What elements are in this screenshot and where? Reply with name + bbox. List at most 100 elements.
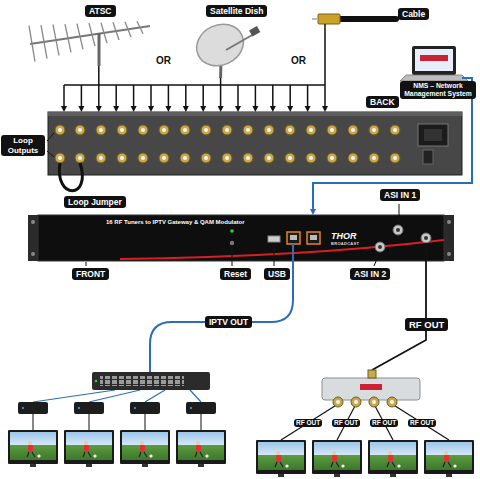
back-panel — [369, 125, 379, 135]
rf-splitter — [360, 384, 382, 390]
callout-label: Loop Outputs — [1, 135, 45, 156]
signal-bus — [289, 85, 291, 106]
signal-bus — [270, 106, 276, 112]
back-panel — [159, 153, 169, 163]
back-panel — [264, 125, 274, 135]
back-panel — [48, 112, 462, 175]
callout-label: OR — [155, 55, 172, 67]
back-panel — [201, 125, 211, 135]
laptop — [412, 46, 456, 75]
network-switch — [145, 390, 165, 402]
callout-label: RF OUT — [332, 419, 360, 427]
signal-bus — [202, 85, 204, 106]
back-panel — [369, 153, 379, 163]
signal-bus — [237, 85, 239, 106]
callout-label: ASI IN 2 — [350, 268, 390, 280]
back-panel — [138, 153, 148, 163]
node-label: BACK — [366, 96, 399, 108]
front-device — [310, 235, 317, 240]
atsc-antenna — [53, 25, 59, 56]
front-device — [396, 228, 400, 232]
signal-bus — [305, 106, 311, 112]
front-device — [307, 232, 320, 244]
set-top-box — [130, 402, 160, 414]
back-panel — [390, 125, 400, 135]
atsc-antenna — [77, 24, 83, 50]
back-panel — [138, 125, 148, 135]
tv-screens — [8, 430, 474, 477]
rf-cable — [372, 243, 426, 370]
set-top-box — [18, 402, 216, 430]
leader-line — [232, 248, 233, 266]
tv-screens — [256, 440, 306, 477]
satellite-dish — [190, 17, 250, 74]
front-device — [421, 233, 431, 243]
callout-label: Reset — [220, 268, 251, 280]
set-top-box — [201, 414, 202, 430]
back-panel — [180, 125, 190, 135]
front-device — [28, 215, 454, 261]
connector — [96, 66, 102, 112]
back-panel — [96, 125, 106, 135]
loop-jumper — [59, 163, 82, 191]
node-label: FRONT — [72, 268, 109, 280]
set-top-box — [134, 407, 136, 409]
back-panel — [55, 153, 65, 163]
callout-label: OR — [290, 55, 307, 67]
atsc-antenna — [101, 23, 107, 43]
atsc-antenna — [113, 22, 119, 40]
iptv-cable — [150, 244, 293, 372]
signal-bus — [185, 85, 187, 106]
signal-bus — [183, 106, 189, 112]
back-panel — [424, 129, 442, 141]
set-top-box — [78, 407, 80, 409]
back-panel — [96, 153, 106, 163]
front-device — [31, 252, 35, 256]
rf-splitter — [281, 370, 449, 440]
tv-screens — [120, 430, 170, 467]
atsc-antenna — [29, 21, 150, 66]
tv-screens — [312, 440, 362, 477]
atsc-antenna — [125, 22, 131, 37]
front-device — [230, 241, 234, 245]
node-label: Satellite Dish — [206, 5, 267, 17]
satellite-dish — [249, 26, 260, 37]
coax-cable — [318, 14, 340, 24]
callout-label: BROADCAST — [331, 242, 359, 247]
signal-bus — [168, 85, 170, 106]
signal-bus — [64, 84, 325, 86]
set-top-box — [74, 402, 104, 414]
rf-splitter — [369, 397, 379, 407]
back-panel — [390, 153, 400, 163]
connector — [310, 100, 472, 215]
front-device — [287, 232, 300, 244]
back-panel — [117, 153, 127, 163]
coax-cable — [340, 16, 396, 22]
front-device — [290, 235, 297, 240]
node-box: Satellite Dish — [188, 4, 292, 78]
rf-splitter — [392, 404, 449, 440]
callout-label: Loop Jumper — [64, 196, 126, 208]
atsc-antenna — [41, 25, 47, 58]
back-panel — [348, 153, 358, 163]
callout-label: RF OUT — [294, 419, 322, 427]
node-label: ATSC — [85, 5, 116, 17]
front-device — [28, 215, 38, 261]
back-panel — [264, 153, 274, 163]
loop-jumper — [47, 151, 54, 157]
set-top-box — [22, 407, 24, 409]
network-switch — [95, 380, 98, 383]
signal-bus — [287, 106, 293, 112]
back-panel — [159, 125, 169, 135]
rf-splitter — [333, 397, 343, 407]
laptop — [415, 49, 453, 71]
signal-bus — [252, 106, 258, 112]
front-device — [38, 215, 444, 261]
connector-line — [313, 100, 472, 210]
tv-screens — [8, 430, 58, 467]
node-box: BACK — [48, 112, 462, 175]
loop-jumper — [47, 133, 82, 191]
node-label: 16 RF Tuners to IPTV Gateway & QAM Modul… — [106, 219, 245, 226]
leader-line — [374, 254, 379, 266]
satellite-dish — [226, 34, 254, 50]
